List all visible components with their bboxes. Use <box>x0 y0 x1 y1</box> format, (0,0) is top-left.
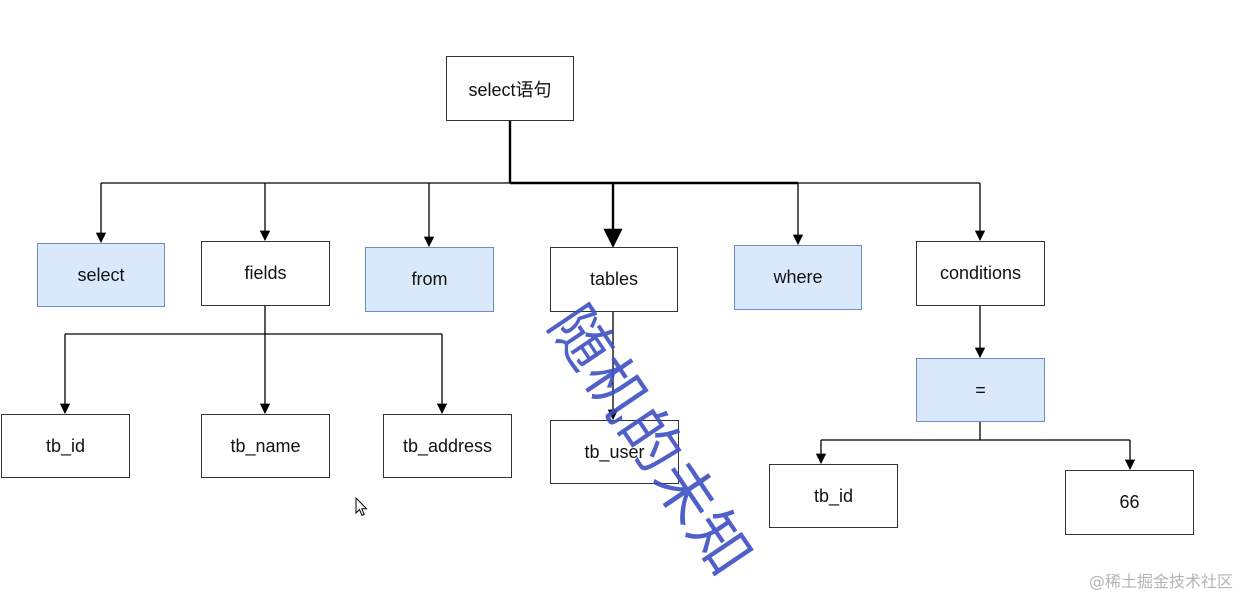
node-select-statement: select语句 <box>446 56 574 121</box>
node-condition-tb-id: tb_id <box>769 464 898 528</box>
node-tb-id: tb_id <box>1 414 130 478</box>
node-tables: tables <box>550 247 678 312</box>
source-credit: @稀土掘金技术社区 <box>1088 572 1233 591</box>
node-tb-name: tb_name <box>201 414 330 478</box>
node-equals-operator: = <box>916 358 1045 422</box>
node-from-keyword: from <box>365 247 494 312</box>
edge-fields-bus <box>65 306 442 335</box>
node-fields: fields <box>201 241 330 306</box>
edge-equals-bus <box>821 422 1130 441</box>
node-tb-user: tb_user <box>550 420 679 484</box>
node-where-keyword: where <box>734 245 862 310</box>
node-value-66: 66 <box>1065 470 1194 535</box>
node-conditions: conditions <box>916 241 1045 306</box>
node-select-keyword: select <box>37 243 165 307</box>
mouse-pointer-icon <box>355 497 368 517</box>
node-tb-address: tb_address <box>383 414 512 478</box>
